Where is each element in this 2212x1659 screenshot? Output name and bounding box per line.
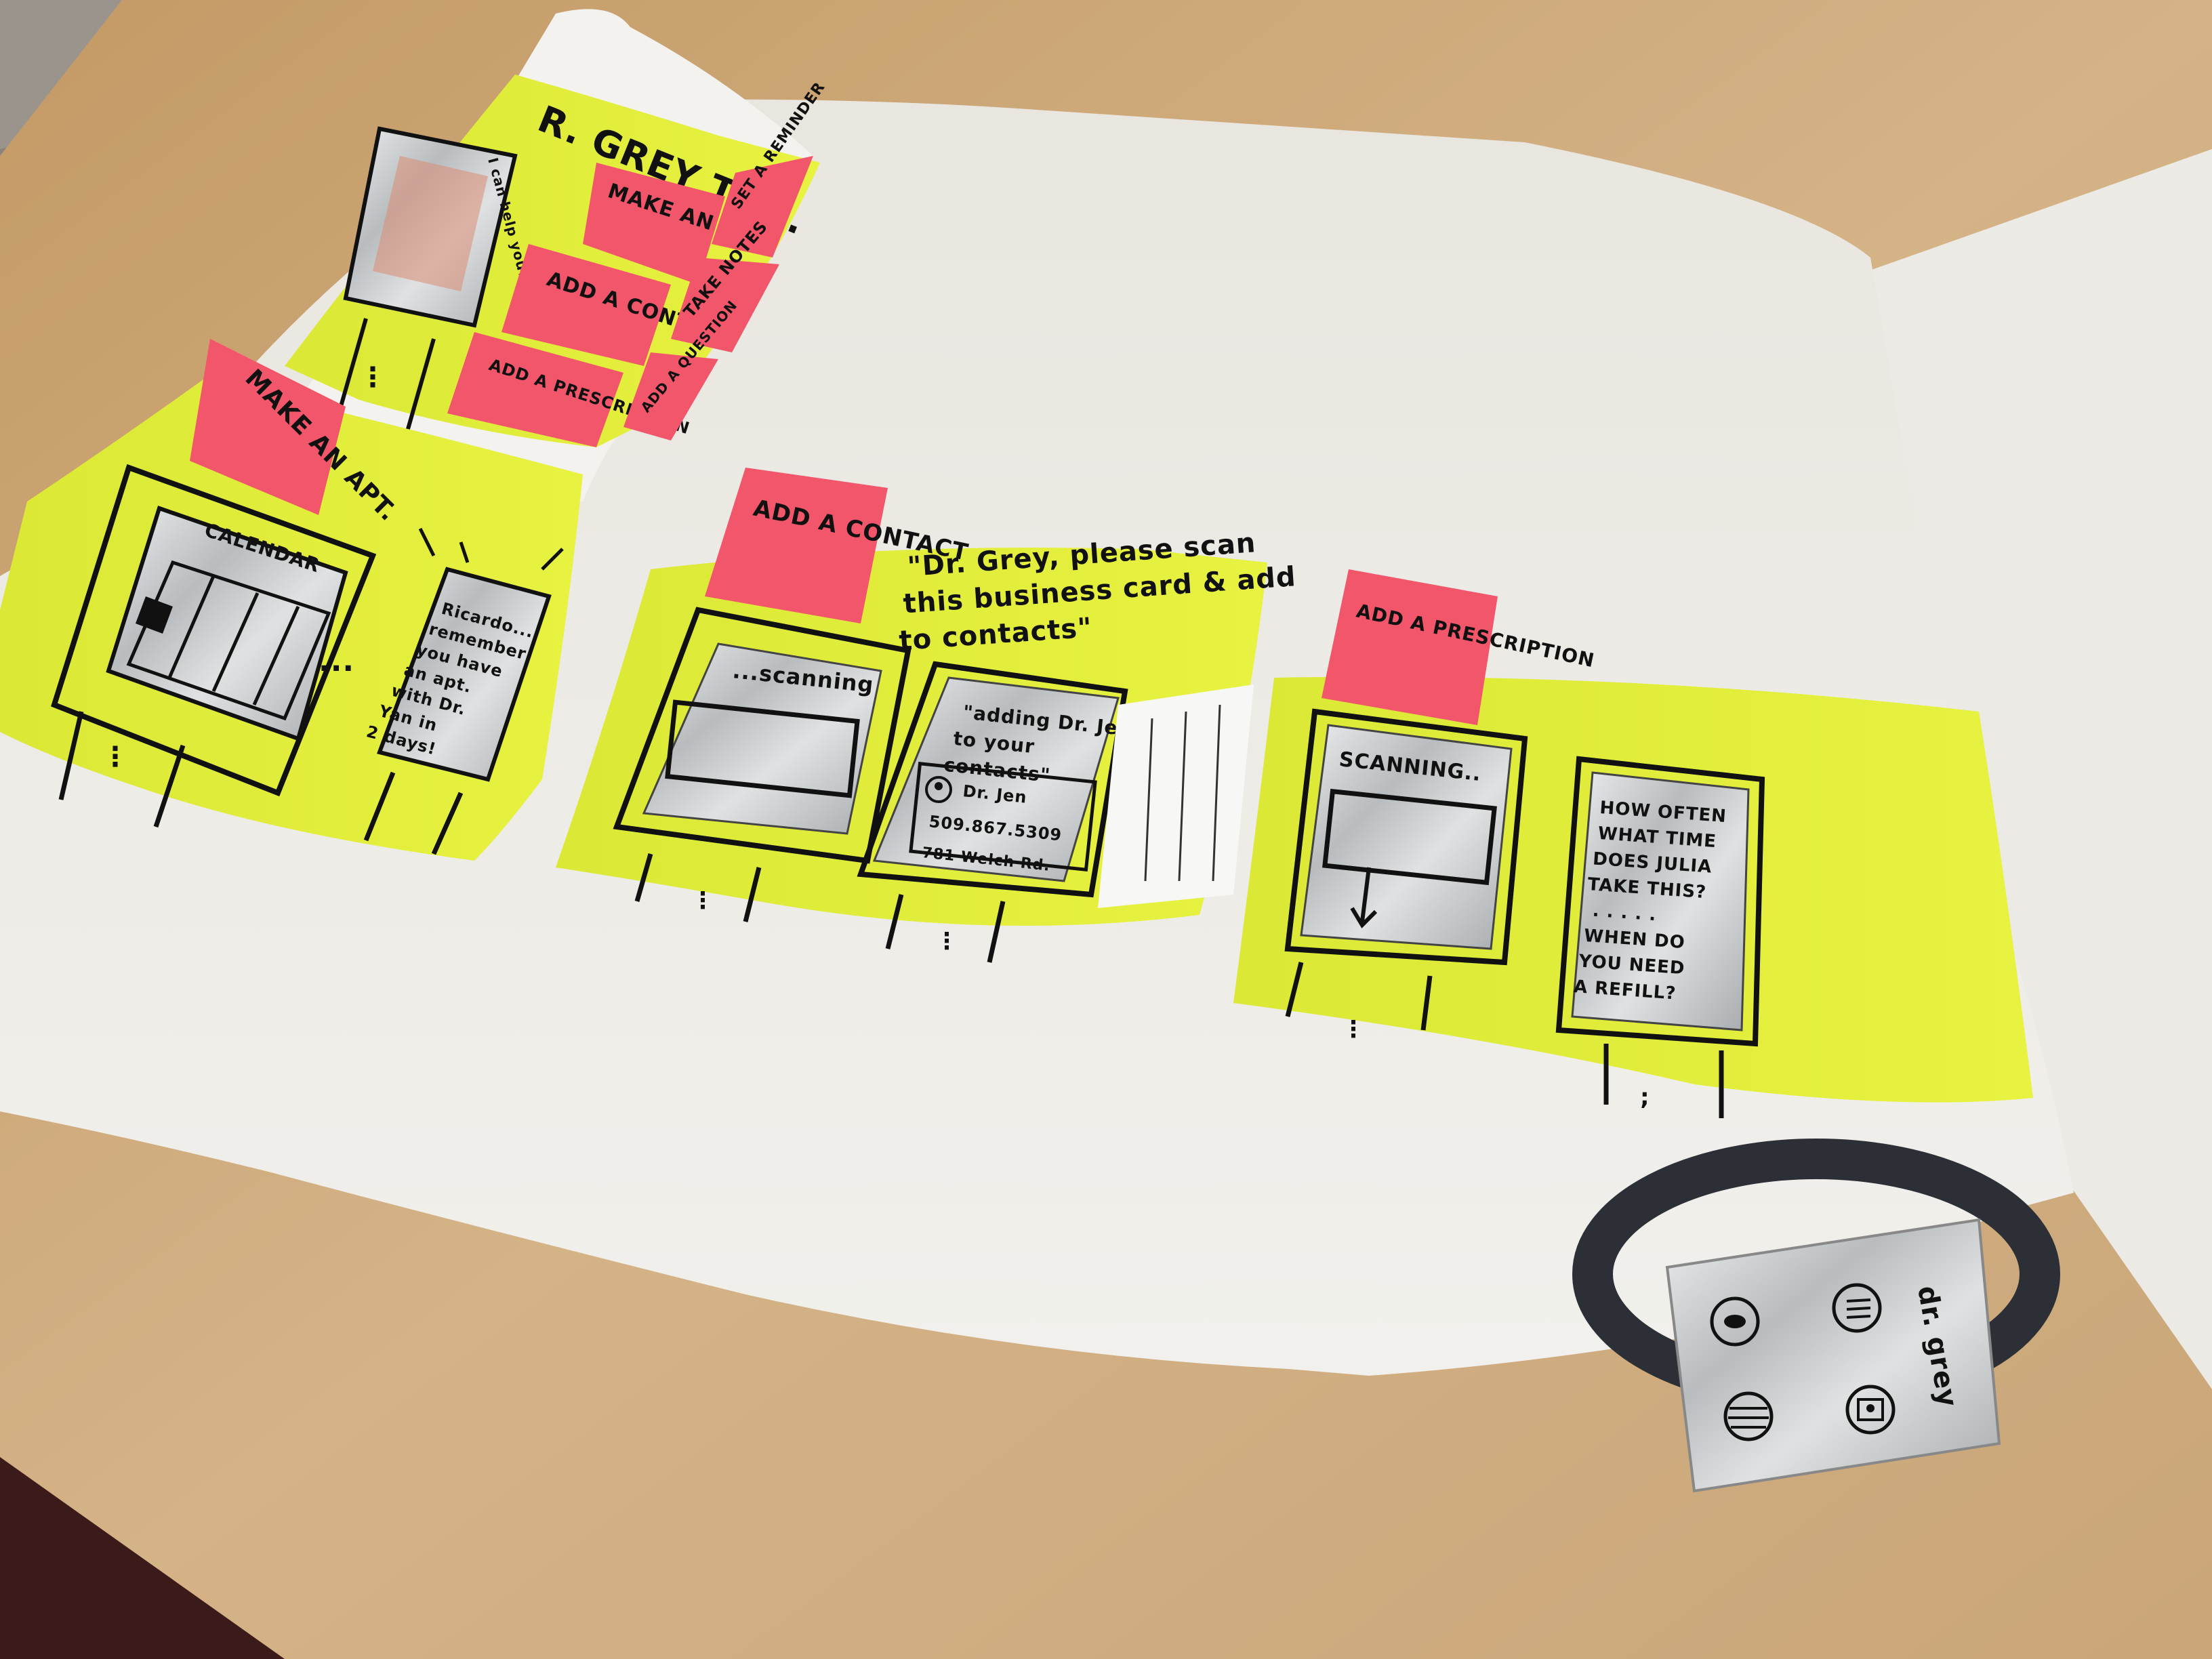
- list-icon: [1723, 1391, 1774, 1441]
- svg-text:...: ...: [319, 644, 354, 678]
- watch-face: [1665, 1218, 2001, 1493]
- label-add-contact: ADD A CONTACT: [705, 468, 970, 623]
- svg-text:⋮: ⋮: [935, 928, 959, 955]
- svg-text:⋮: ⋮: [102, 741, 129, 773]
- wearable-prototype: dr. grey: [1572, 1139, 2060, 1493]
- svg-text:⋮: ⋮: [691, 887, 715, 914]
- board-make-apt: MAKE AN APT. CALENDAR ⋮ ... Ricardo... r…: [0, 339, 583, 861]
- business-card: [1098, 684, 1254, 908]
- svg-text:⋮: ⋮: [1342, 1016, 1366, 1043]
- board-add-contact: ADD A CONTACT "Dr. Grey, please scan thi…: [556, 468, 1297, 963]
- svg-text:⋮: ⋮: [359, 362, 387, 393]
- arrow-down-icon: [1350, 867, 1378, 928]
- eye-icon: [1710, 1296, 1760, 1347]
- prescription-scanning-screen: SCANNING..: [1300, 724, 1513, 950]
- reminder-screen: Ricardo... remember you have an apt. wit…: [365, 567, 552, 782]
- notes-icon: [1832, 1283, 1882, 1333]
- svg-text:;: ;: [1640, 1084, 1650, 1111]
- person-icon: [925, 776, 952, 803]
- contact-adding-screen: "adding Dr. Jen to your contacts" Dr. Je…: [872, 676, 1133, 882]
- paper-sheet-right: [1830, 149, 2212, 1389]
- prescription-question-screen: HOW OFTEN WHAT TIME DOES JULIA TAKE THIS…: [1571, 771, 1750, 1031]
- contact-card-icon: [1845, 1385, 1896, 1435]
